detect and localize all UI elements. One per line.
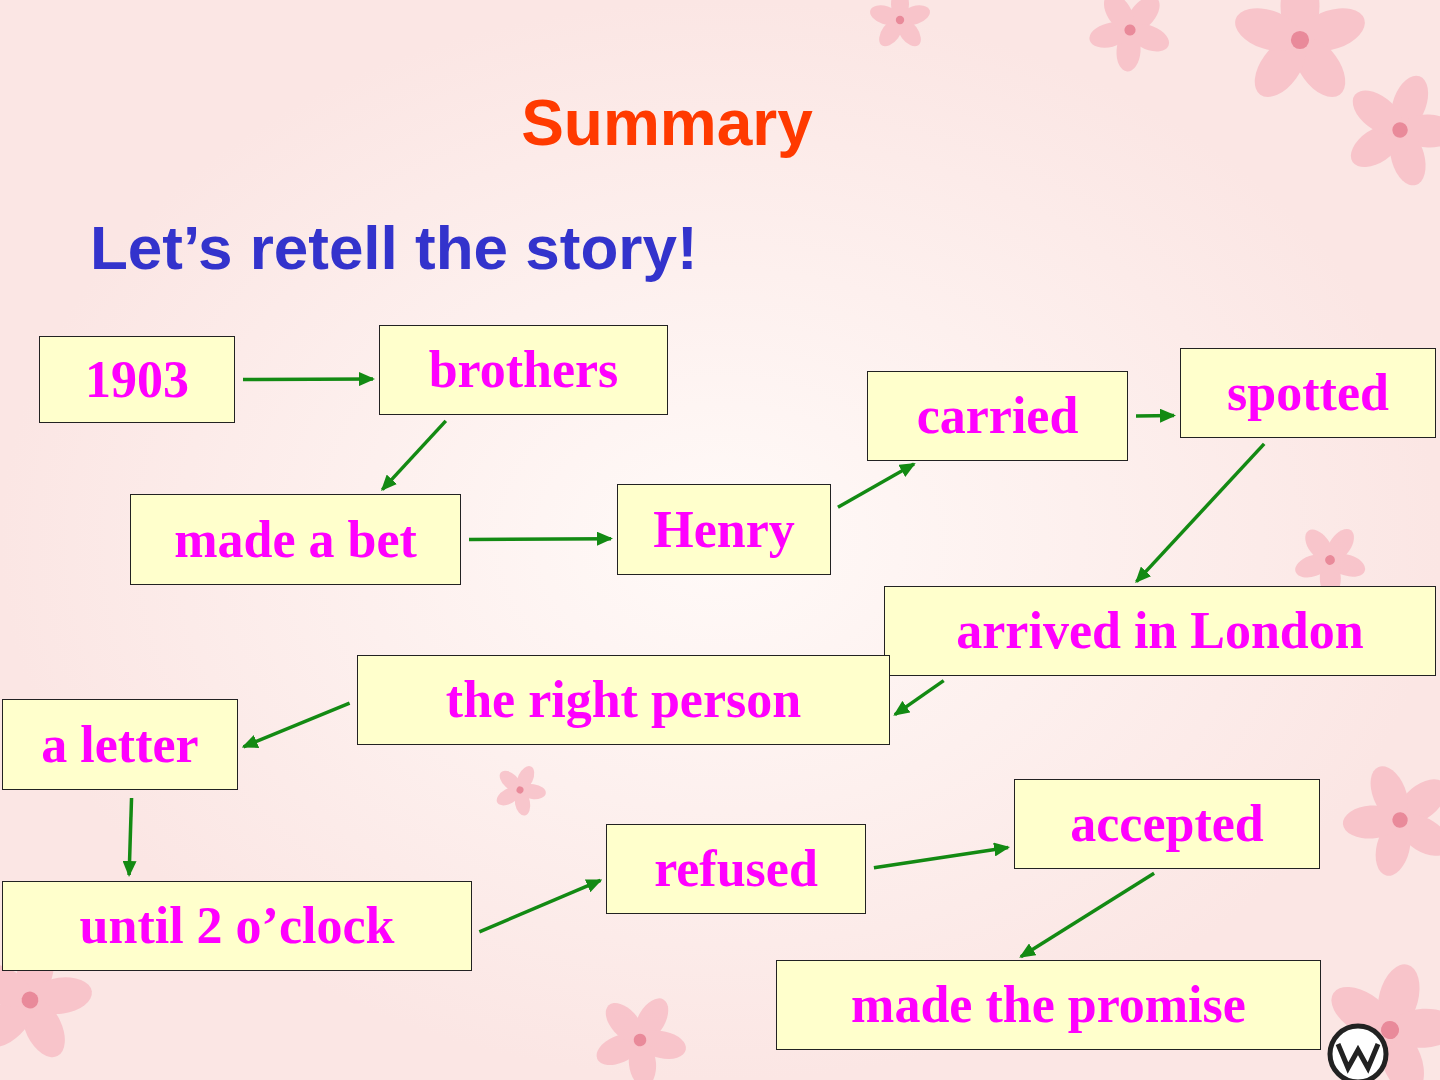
box-text: refused [654, 840, 818, 897]
box-text: brothers [429, 341, 619, 398]
box-text: made the promise [851, 976, 1246, 1033]
story-box: accepted [1014, 779, 1320, 869]
box-text: the right person [446, 671, 801, 728]
flow-arrow [1021, 873, 1154, 957]
box-text: a letter [41, 716, 198, 773]
flow-arrow [469, 537, 611, 541]
story-box: arrived in London [884, 586, 1436, 676]
story-box: carried [867, 371, 1128, 461]
story-box: the right person [357, 655, 890, 745]
box-text: made a bet [174, 511, 417, 568]
flow-arrow [129, 798, 131, 875]
flow-arrow [244, 703, 350, 747]
story-box: 1903 [39, 336, 235, 423]
story-box: spotted [1180, 348, 1436, 438]
slide-title: Summary [0, 86, 1334, 160]
flow-arrow [895, 681, 944, 715]
subheading: Let’s retell the story! [90, 212, 698, 283]
publisher-logo [1330, 1026, 1386, 1080]
story-box: made the promise [776, 960, 1321, 1050]
box-text: carried [917, 387, 1079, 444]
flow-arrow [243, 377, 373, 381]
story-box: Henry [617, 484, 831, 575]
story-box: a letter [2, 699, 238, 790]
box-text: accepted [1070, 795, 1263, 852]
box-text: until 2 o’clock [80, 897, 395, 954]
box-text: Henry [653, 501, 795, 558]
box-text: 1903 [85, 351, 189, 408]
flow-arrow [874, 847, 1008, 867]
flow-arrow [838, 464, 914, 507]
box-text: spotted [1227, 364, 1389, 421]
story-box: refused [606, 824, 866, 914]
story-box: until 2 o’clock [2, 881, 472, 971]
story-box: brothers [379, 325, 668, 415]
box-text: arrived in London [956, 602, 1363, 659]
flow-arrow [1136, 444, 1264, 582]
flow-arrow [479, 880, 600, 932]
story-box: made a bet [130, 494, 461, 585]
flow-arrow [1136, 414, 1174, 418]
flow-arrow [382, 421, 445, 490]
